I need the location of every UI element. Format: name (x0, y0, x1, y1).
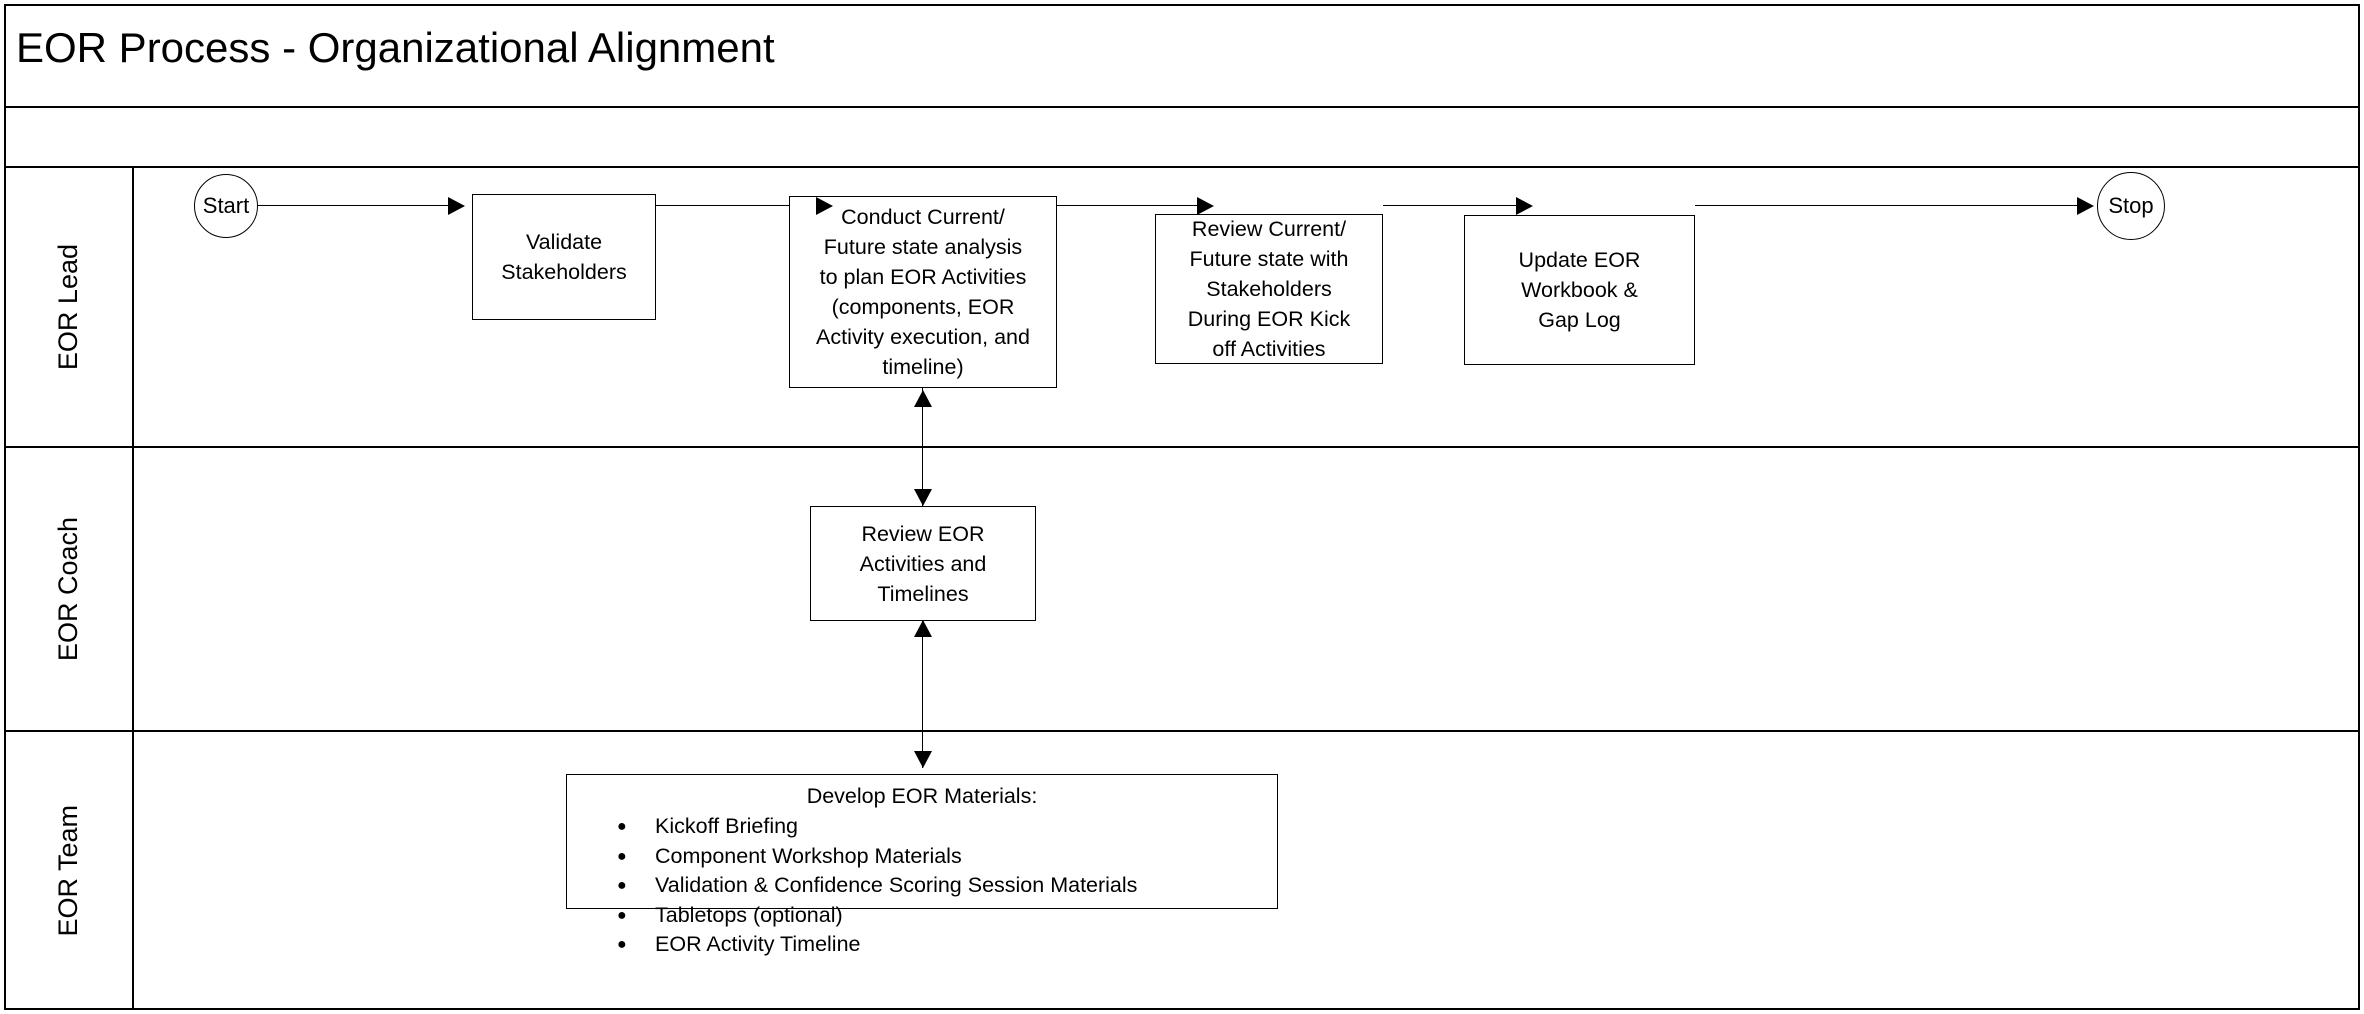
edge-update-to-stop (1695, 205, 2077, 206)
develop-materials-list: ● Kickoff Briefing ● Component Workshop … (577, 812, 1267, 960)
edge-conduct-to-coach-lower (922, 448, 923, 506)
node-review-activities-timelines[interactable]: Review EOR Activities and Timelines (810, 506, 1036, 621)
node-update-workbook[interactable]: Update EOR Workbook & Gap Log (1464, 215, 1695, 365)
node-review-with-stakeholders-label: Review Current/ Future state with Stakeh… (1187, 217, 1351, 361)
arrowhead-conduct-to-review (1197, 197, 1214, 215)
diagram-title: EOR Process - Organizational Alignment (16, 24, 775, 71)
node-stop[interactable]: Stop (2097, 172, 2165, 240)
bullet-icon: ● (617, 877, 627, 894)
arrowhead-start-to-validate (448, 197, 465, 215)
edge-validate-to-conduct (656, 205, 816, 206)
list-item-label: Kickoff Briefing (655, 814, 799, 838)
arrowhead-team-to-coach (914, 620, 932, 637)
node-conduct-analysis-label: Conduct Current/ Future state analysis t… (816, 205, 1030, 379)
arrowhead-conduct-to-coach (914, 489, 932, 506)
lane-label-eor-lead: EOR Lead (52, 243, 83, 371)
lane-body-eor-team: Develop EOR Materials: ● Kickoff Briefin… (134, 732, 2360, 1010)
lane-header-eor-team: EOR Team (4, 732, 134, 1010)
swimlane-eor-lead: EOR Lead Start Validate Stakeholders Con… (4, 168, 2360, 448)
lane-header-eor-coach: EOR Coach (4, 448, 134, 730)
node-stop-label: Stop (2108, 193, 2154, 218)
arrowhead-coach-to-team (914, 751, 932, 768)
lane-label-eor-coach: EOR Coach (52, 516, 83, 662)
list-item-label: EOR Activity Timeline (655, 932, 861, 956)
edge-coach-to-team-lower (922, 732, 923, 768)
list-item: ● Kickoff Briefing (577, 812, 1267, 842)
node-start[interactable]: Start (194, 174, 258, 238)
list-item: ● Tabletops (optional) (577, 901, 1267, 931)
lane-label-eor-team: EOR Team (52, 805, 83, 937)
list-item: ● EOR Activity Timeline (577, 930, 1267, 960)
edge-start-to-validate (258, 205, 448, 206)
lane-body-eor-lead: Start Validate Stakeholders Conduct Curr… (134, 168, 2360, 448)
lane-header-eor-lead: EOR Lead (4, 168, 134, 446)
bullet-icon: ● (617, 818, 627, 835)
lane-body-eor-coach: Review EOR Activities and Timelines (134, 448, 2360, 732)
diagram-frame (4, 4, 2360, 1010)
edge-conduct-to-review (1057, 205, 1197, 206)
arrowhead-update-to-stop (2077, 197, 2094, 215)
bullet-icon: ● (617, 906, 627, 924)
edge-review-to-update (1383, 205, 1516, 206)
node-validate-stakeholders-label: Validate Stakeholders (501, 230, 627, 284)
edge-conduct-to-coach-upper (922, 388, 923, 448)
node-review-with-stakeholders[interactable]: Review Current/ Future state with Stakeh… (1155, 214, 1383, 364)
arrowhead-coach-to-conduct (914, 390, 932, 407)
list-item: ● Component Workshop Materials (577, 842, 1267, 872)
arrowhead-review-to-update (1516, 197, 1533, 215)
bullet-icon: ● (617, 936, 627, 953)
swimlane-eor-team: EOR Team Develop EOR Materials: ● Kickof… (4, 732, 2360, 1010)
arrowhead-validate-to-conduct (816, 197, 833, 215)
bullet-icon: ● (617, 847, 627, 865)
node-develop-materials[interactable]: Develop EOR Materials: ● Kickoff Briefin… (566, 774, 1278, 956)
list-item: ● Validation & Confidence Scoring Sessio… (577, 871, 1267, 901)
header-spacer-band (4, 108, 2360, 168)
edge-coach-to-team-upper (922, 620, 923, 732)
list-item-label: Tabletops (optional) (655, 902, 843, 927)
node-start-label: Start (202, 193, 250, 218)
swimlane-eor-coach: EOR Coach Review EOR Activities and Time… (4, 448, 2360, 732)
develop-materials-title: Develop EOR Materials: (806, 784, 1038, 808)
node-review-activities-timelines-label: Review EOR Activities and Timelines (859, 521, 987, 606)
node-update-workbook-label: Update EOR Workbook & Gap Log (1518, 248, 1641, 332)
node-validate-stakeholders[interactable]: Validate Stakeholders (472, 194, 656, 320)
node-conduct-analysis[interactable]: Conduct Current/ Future state analysis t… (789, 196, 1057, 388)
list-item-label: Validation & Confidence Scoring Session … (655, 873, 1138, 897)
list-item-label: Component Workshop Materials (655, 843, 962, 868)
title-band (4, 4, 2360, 108)
